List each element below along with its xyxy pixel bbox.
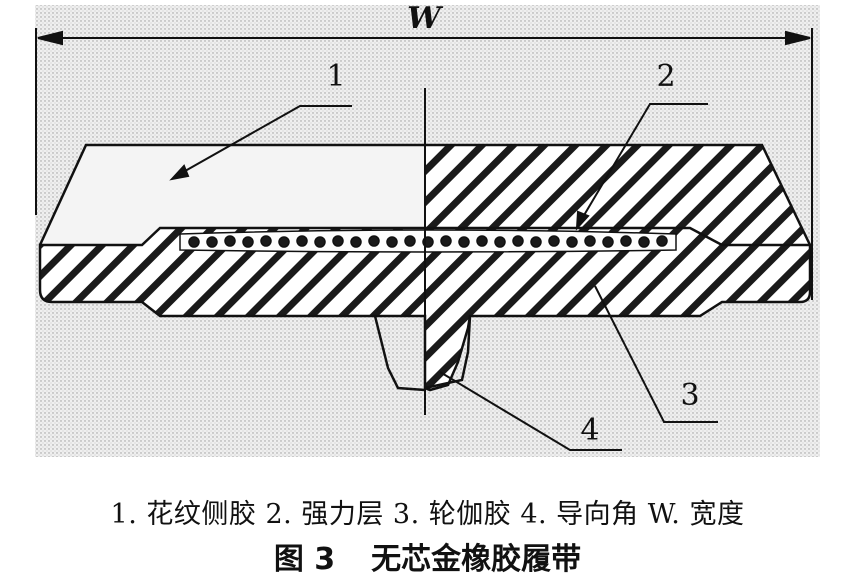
reinforcement-layer	[179, 229, 677, 253]
figure-number: 图 3	[273, 542, 336, 577]
figure-legend: 1. 花纹侧胶 2. 强力层 3. 轮伽胶 4. 导向角 W. 宽度	[110, 499, 745, 530]
callout-3: 3	[680, 378, 699, 413]
width-label: W	[407, 1, 444, 36]
guide-horn-outline	[373, 315, 472, 392]
track-cross-section-diagram: W 1 2 3 4	[35, 1, 820, 457]
tread-rubber-right	[425, 145, 810, 245]
callout-4: 4	[580, 413, 599, 448]
figure-caption: 图 3 无芯金橡胶履带	[0, 534, 855, 578]
callout-1: 1	[326, 59, 345, 94]
leader-lines	[169, 103, 718, 451]
figure-title: 无芯金橡胶履带	[371, 542, 582, 577]
width-dimension	[35, 28, 813, 300]
callout-2: 2	[656, 59, 675, 94]
tread-rubber-left	[40, 145, 425, 245]
